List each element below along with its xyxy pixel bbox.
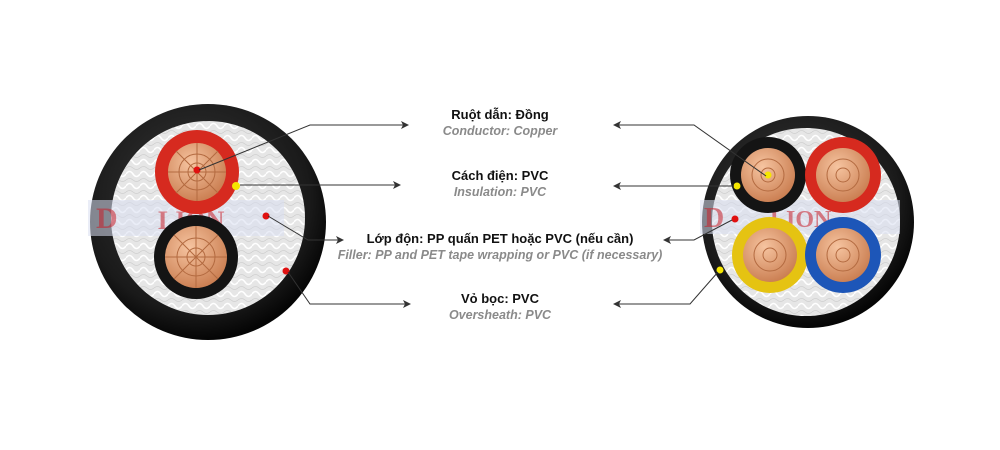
leader-conductor-left — [198, 121, 409, 171]
filler-label-en: Filler: PP and PET tape wrapping or PVC … — [337, 248, 663, 262]
leader-oversheath-right — [613, 271, 719, 308]
marker-oversheath-left — [282, 267, 290, 275]
insulation-label-vi: Cách điện: PVC — [451, 168, 549, 183]
marker-filler-left — [262, 212, 270, 220]
insulation-label-en: Insulation: PVC — [453, 185, 547, 199]
marker-oversheath-right — [716, 266, 724, 274]
oversheath-label-vi: Vỏ bọc: PVC — [460, 291, 539, 306]
four-core-cable: D LION — [700, 116, 914, 328]
core-black-left — [154, 215, 238, 299]
core-yellow-right — [732, 217, 808, 293]
marker-insulation-right — [733, 182, 741, 190]
callout-filler: Lớp độn: PP quấn PET hoặc PVC (nếu cần) … — [300, 230, 700, 264]
oversheath-label-en: Oversheath: PVC — [448, 308, 552, 322]
svg-text:D: D — [96, 202, 118, 235]
conductor-label-en: Conductor: Copper — [442, 124, 558, 138]
two-core-cable: D LION — [88, 104, 326, 340]
leader-filler-right — [663, 219, 733, 244]
core-blue-right — [805, 217, 881, 293]
core-red-right — [805, 137, 881, 213]
leader-filler-left — [267, 215, 344, 244]
marker-conductor-right — [764, 171, 772, 179]
marker-conductor-left — [193, 166, 201, 174]
callout-insulation: Cách điện: PVC Insulation: PVC — [300, 167, 700, 201]
marker-insulation-left — [232, 182, 240, 190]
callout-conductor: Ruột dẫn: Đồng Conductor: Copper — [300, 106, 700, 140]
filler-label-vi: Lớp độn: PP quấn PET hoặc PVC (nếu cần) — [366, 231, 634, 246]
conductor-label-vi: Ruột dẫn: Đồng — [451, 107, 549, 122]
leader-conductor-right — [613, 121, 767, 177]
leader-oversheath-left — [287, 271, 411, 308]
callout-oversheath: Vỏ bọc: PVC Oversheath: PVC — [300, 290, 700, 324]
marker-filler-right — [731, 215, 739, 223]
